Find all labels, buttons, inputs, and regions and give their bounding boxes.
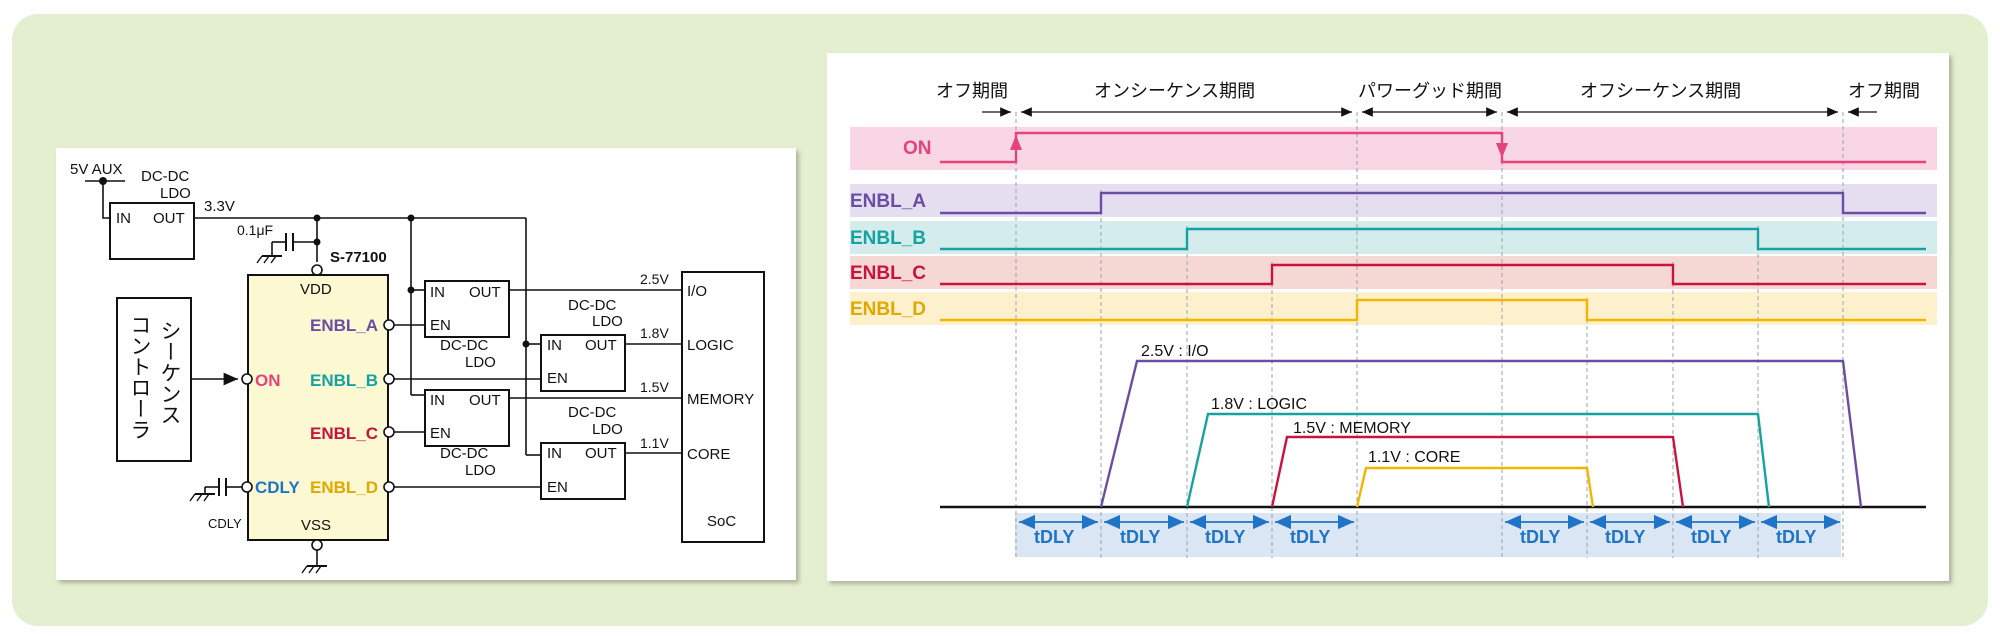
soc-port-core: CORE xyxy=(687,446,730,463)
vss-label: VSS xyxy=(301,517,331,534)
tdly-label-8: tDLY xyxy=(1776,527,1816,547)
reg2-out: OUT xyxy=(585,337,617,354)
reg3-voltage: 1.5V xyxy=(640,379,669,395)
sig-label-enbl-b: ENBL_B xyxy=(850,228,926,249)
wave-enbl-c xyxy=(940,263,1926,286)
tdly-label-3: tDLY xyxy=(1205,527,1245,547)
soc-block xyxy=(681,271,765,543)
reg1-in: IN xyxy=(430,284,445,301)
main-ldo-title1: DC-DC xyxy=(141,168,189,185)
reg3-label1: DC-DC xyxy=(568,404,616,421)
rail-label-io: 2.5V : I/O xyxy=(1141,343,1209,360)
reg2-label1: DC-DC xyxy=(440,337,488,354)
reg4-in: IN xyxy=(547,445,562,462)
tdly-label-4: tDLY xyxy=(1290,527,1330,547)
reg2-label2: LDO xyxy=(465,354,496,371)
pin-enbl-c: ENBL_C xyxy=(310,424,378,443)
reg1-en: EN xyxy=(430,317,451,334)
main-ldo-title2: LDO xyxy=(160,185,191,202)
reg-1v5 xyxy=(424,389,510,447)
soc-port-memory: MEMORY xyxy=(687,391,754,408)
reg2-en: EN xyxy=(547,370,568,387)
tdly-label-2: tDLY xyxy=(1120,527,1160,547)
reg1-label2: LDO xyxy=(592,313,623,330)
reg4-label2: LDO xyxy=(465,462,496,479)
sig-label-enbl-c: ENBL_C xyxy=(850,263,926,284)
tdly-label-6: tDLY xyxy=(1605,527,1645,547)
controller-label-1: シーケンス xyxy=(158,320,182,425)
timing-diagram: オフ期間 オンシーケンス期間 パワーグッド期間 オフシーケンス期間 オフ期間 O… xyxy=(827,53,1949,581)
tdly-label-5: tDLY xyxy=(1520,527,1560,547)
reg-1v1 xyxy=(540,442,626,500)
rail-label-memory: 1.5V : MEMORY xyxy=(1293,420,1411,437)
supply-label: 5V AUX xyxy=(70,161,123,178)
period-off-1: オフ期間 xyxy=(936,81,1008,102)
ic-body xyxy=(247,274,389,541)
period-off-seq: オフシーケンス期間 xyxy=(1580,81,1741,102)
cdly-cap-label: CDLY xyxy=(208,516,242,531)
rail-label-core: 1.1V : CORE xyxy=(1368,449,1460,466)
sequence-controller xyxy=(116,297,192,462)
reg3-in: IN xyxy=(430,392,445,409)
pin-enbl-d: ENBL_D xyxy=(310,478,378,497)
wave-enbl-d xyxy=(940,298,1926,322)
pin-enbl-b: ENBL_B xyxy=(310,371,378,390)
reg4-out: OUT xyxy=(585,445,617,462)
reg-1v8 xyxy=(540,334,626,392)
reg-2v5 xyxy=(424,280,510,338)
main-ldo-in: IN xyxy=(116,210,131,227)
rail-1v8-logic xyxy=(1185,412,1771,508)
reg1-label1: DC-DC xyxy=(568,297,616,314)
wave-enbl-a xyxy=(940,191,1926,215)
reg3-en: EN xyxy=(430,425,451,442)
sig-label-enbl-a: ENBL_A xyxy=(850,191,926,212)
wave-enbl-b xyxy=(940,227,1926,251)
pin-cdly: CDLY xyxy=(255,478,300,497)
reg4-voltage: 1.1V xyxy=(640,435,669,451)
soc-port-logic: LOGIC xyxy=(687,337,734,354)
pin-enbl-a: ENBL_A xyxy=(310,316,378,335)
rail-label: 3.3V xyxy=(204,198,235,215)
reg4-en: EN xyxy=(547,479,568,496)
period-off-2: オフ期間 xyxy=(1848,81,1920,102)
sig-label-on: ON xyxy=(903,138,932,159)
vdd-label: VDD xyxy=(300,281,332,298)
reg3-label2: LDO xyxy=(592,421,623,438)
rail-2v5-io xyxy=(1099,359,1863,508)
reg1-out: OUT xyxy=(469,284,501,301)
reg3-out: OUT xyxy=(469,392,501,409)
cap-label: 0.1μF xyxy=(237,222,273,238)
ic-name: S-77100 xyxy=(330,249,387,266)
reg2-voltage: 1.8V xyxy=(640,325,669,341)
main-ldo-out: OUT xyxy=(153,210,185,227)
tdly-label-7: tDLY xyxy=(1691,527,1731,547)
controller-label-2: コントローラ xyxy=(128,314,152,440)
rail-label-logic: 1.8V : LOGIC xyxy=(1211,396,1307,413)
circuit-diagram: 5V AUX DC-DC LDO IN OUT 3.3V 0.1μF S-771… xyxy=(56,148,796,580)
band-enbl-a xyxy=(850,184,1937,217)
reg2-in: IN xyxy=(547,337,562,354)
rail-1v1-core xyxy=(1355,466,1595,508)
main-ldo-block xyxy=(109,202,195,260)
wave-on xyxy=(940,131,1926,164)
reg4-label1: DC-DC xyxy=(440,445,488,462)
period-power-good: パワーグッド期間 xyxy=(1358,81,1502,102)
soc-name: SoC xyxy=(707,513,736,530)
reg1-voltage: 2.5V xyxy=(640,271,669,287)
period-on-seq: オンシーケンス期間 xyxy=(1094,81,1255,102)
rail-1v5-memory xyxy=(1270,435,1685,508)
sig-label-enbl-d: ENBL_D xyxy=(850,299,926,320)
pin-on: ON xyxy=(255,371,281,390)
soc-port-io: I/O xyxy=(687,283,707,300)
tdly-label-1: tDLY xyxy=(1034,527,1074,547)
